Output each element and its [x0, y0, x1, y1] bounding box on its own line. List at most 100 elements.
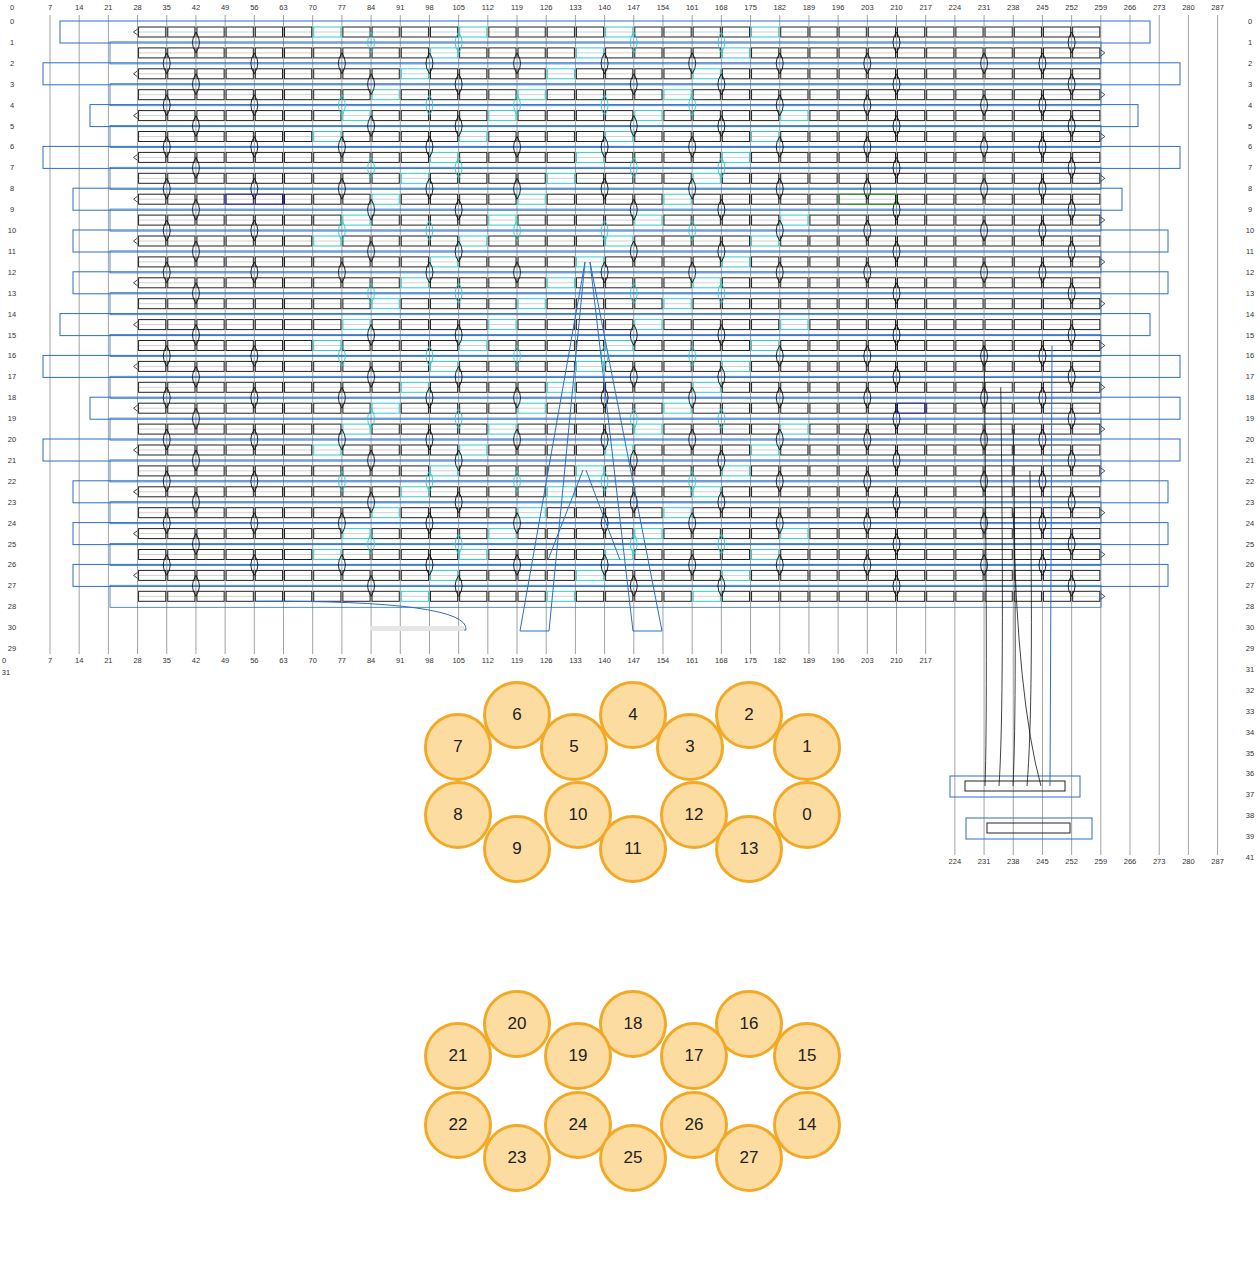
strand-segment [1014, 132, 1041, 142]
strand-segment [1043, 424, 1070, 434]
strand-segment [985, 424, 1012, 434]
strand-segment [547, 361, 574, 371]
strand-segment [343, 299, 370, 309]
strand-segment [226, 570, 253, 580]
strand-segment [460, 173, 487, 183]
strand-segment [197, 466, 224, 476]
strand-segment [489, 257, 516, 267]
row-number: 13 [8, 290, 16, 298]
axis-number: 168 [715, 657, 728, 665]
crossover [893, 366, 900, 387]
strand-segment [693, 236, 720, 246]
strand-segment [372, 529, 399, 539]
strand-segment [547, 320, 574, 330]
strand-end [134, 405, 138, 411]
strand-segment [285, 236, 312, 246]
crossover [893, 450, 900, 471]
strand-segment [956, 257, 983, 267]
strand-segment [285, 445, 312, 455]
helix-number: 1 [802, 737, 811, 757]
crossover [338, 513, 345, 534]
strand-segment [752, 111, 779, 121]
crossover [776, 387, 783, 408]
strand-segment [460, 111, 487, 121]
axis-number: 28 [133, 657, 141, 665]
helix-number: 27 [740, 1148, 759, 1168]
strand-segment [343, 90, 370, 100]
strand-segment [314, 90, 341, 100]
crossover [455, 32, 462, 53]
crossover [630, 492, 637, 513]
strand-segment [1043, 299, 1070, 309]
strand-segment [314, 550, 341, 560]
strand-segment [810, 550, 837, 560]
strand-segment [664, 570, 691, 580]
strand-segment [489, 341, 516, 351]
strand-segment [372, 570, 399, 580]
strand-segment [139, 487, 166, 497]
strand-segment [839, 382, 866, 392]
crossover [1068, 32, 1075, 53]
strand-segment [693, 278, 720, 288]
strand-segment [1014, 90, 1041, 100]
strand-segment [985, 194, 1012, 204]
strand-segment [401, 445, 428, 455]
strand-segment [781, 27, 808, 37]
row-number: 24 [8, 520, 16, 528]
strand-segment [1043, 194, 1070, 204]
crossover [718, 534, 725, 555]
strand-segment [197, 152, 224, 162]
crossover [514, 220, 521, 241]
helix-circle: 19 [544, 1022, 612, 1090]
strand-segment [868, 320, 895, 330]
axis-number: 252 [1065, 858, 1078, 866]
crossover [251, 513, 258, 534]
helix-circle: 9 [483, 815, 551, 883]
crossover [338, 220, 345, 241]
strand-segment [927, 257, 954, 267]
axis-number: 273 [1153, 858, 1166, 866]
strand-segment [722, 132, 749, 142]
strand-segment [839, 529, 866, 539]
strand-segment [810, 424, 837, 434]
strand-segment [722, 27, 749, 37]
strand-segment [1073, 132, 1100, 142]
strand-segment [839, 69, 866, 79]
crossover [251, 555, 258, 576]
strand-segment [781, 382, 808, 392]
strand-connection [999, 387, 1002, 786]
strand-segment [226, 550, 253, 560]
strand-segment [664, 550, 691, 560]
crossover [689, 471, 696, 492]
strand-segment [722, 152, 749, 162]
crossover [981, 387, 988, 408]
crossover [981, 53, 988, 74]
strand-segment [285, 278, 312, 288]
strand-segment [1043, 48, 1070, 58]
strand-segment [868, 550, 895, 560]
strand-segment [314, 341, 341, 351]
crossover [163, 262, 170, 283]
strand-segment [1014, 508, 1041, 518]
strand-segment [664, 215, 691, 225]
strand-segment [518, 132, 545, 142]
row-number: 27 [8, 583, 16, 591]
strand-segment [226, 320, 253, 330]
strand-segment [430, 69, 457, 79]
helix-outline [73, 230, 1168, 252]
strand-connection [1013, 513, 1041, 786]
strand-segment [343, 487, 370, 497]
strand-segment [1043, 320, 1070, 330]
helix-number: 18 [624, 1014, 643, 1034]
strand-segment [927, 152, 954, 162]
strand-segment [752, 341, 779, 351]
strand-end [1101, 259, 1105, 265]
strand-segment [1073, 278, 1100, 288]
strand-segment [197, 445, 224, 455]
grid-line [1159, 15, 1160, 855]
crossover [864, 346, 871, 367]
strand-segment [460, 487, 487, 497]
helix-circle: 11 [599, 815, 667, 883]
strand-segment [255, 320, 282, 330]
helix-circle: 7 [424, 713, 492, 781]
